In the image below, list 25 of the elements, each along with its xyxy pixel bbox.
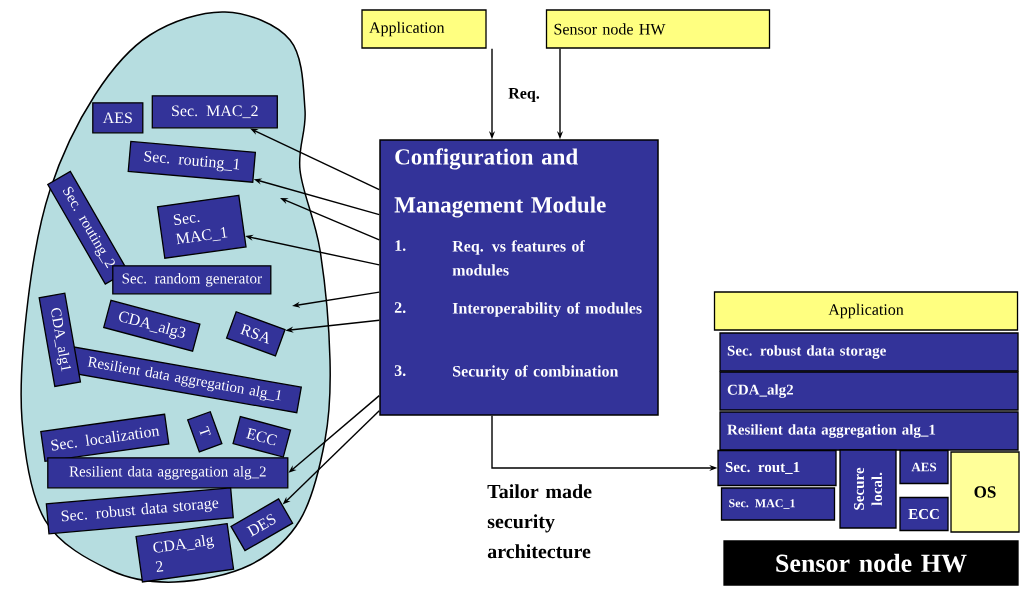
module-box: Sec. localization: [40, 413, 170, 463]
layer-box: Sec. robust data storage: [719, 332, 1019, 372]
module-box: AES: [92, 102, 144, 134]
module-box: Sec. MAC_2: [151, 95, 278, 129]
layer-box: ECC: [899, 496, 949, 532]
module-box: DES: [230, 498, 294, 552]
layer-box: Application: [713, 291, 1019, 331]
hardware-box: Sensor node HW: [545, 9, 771, 49]
module-box: Sec. random generator: [112, 265, 272, 295]
requirement-label: Req.: [508, 88, 540, 102]
module-panel: Configuration and Management Module 1. Req. vs features of modules 2. Interoperability of modules 3. Security of combination: [379, 139, 659, 416]
module-box: ECC: [232, 415, 292, 458]
module-box: RSA: [225, 310, 286, 357]
hardware-bar: Sensor node HW: [723, 540, 1019, 586]
os-box: OS: [950, 451, 1020, 533]
layer-box: Secure local.: [839, 449, 897, 529]
application-box: Application: [361, 9, 487, 49]
module-box: T: [186, 410, 223, 453]
caption-text: Tailor made security architecture: [487, 484, 592, 559]
layer-box: AES: [899, 449, 949, 485]
layer-box: CDA_alg2: [719, 371, 1019, 411]
layer-box: Sec. MAC_1: [720, 487, 836, 521]
module-box: Sec. MAC_1: [156, 194, 247, 259]
layer-box: Sec. rout_1: [717, 449, 837, 487]
module-box: CDA_alg1: [38, 292, 82, 388]
